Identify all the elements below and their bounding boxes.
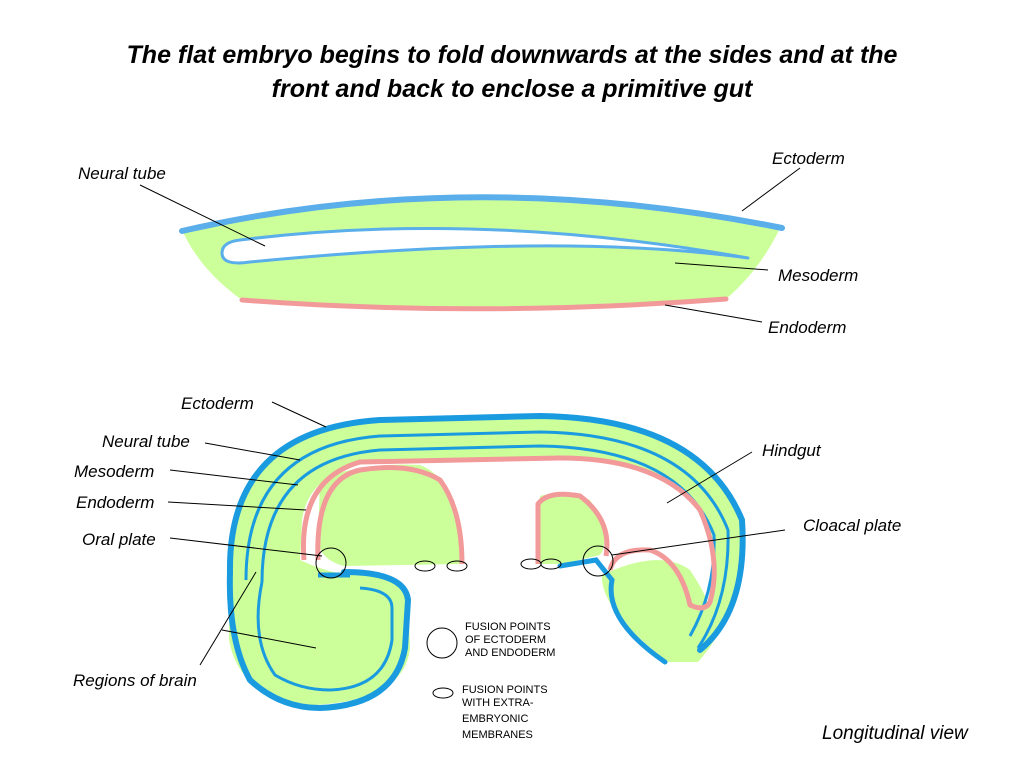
flat-mesoderm-body [182,196,780,309]
cloacal-ectoderm-segment [557,557,668,665]
title-line-1: The flat embryo begins to fold downwards… [126,41,898,69]
leader-flat-mesoderm [674,262,769,271]
label-cloacal-plate: Cloacal plate [803,516,901,535]
label-folded-mesoderm: Mesoderm [74,462,154,481]
leader-flat-endoderm [664,304,763,323]
leader-hindgut [666,451,753,504]
flat-neural-tube [220,226,750,265]
label-regions-of-brain: Regions of brain [73,671,197,690]
legend-fusion-extra-line-1: FUSION POINTS [462,684,548,696]
caption-longitudinal-view: Longitudinal view [822,723,969,744]
leader-folded-neural-tube [204,442,301,461]
label-flat-endoderm: Endoderm [768,318,846,337]
leader-oral-plate [169,537,323,557]
title-line-2: front and back to enclose a primitive gu… [271,75,753,103]
legend-fusion-ecto-endo-line-2: OF ECTODERM [465,634,546,646]
legend-fusion-ecto-endo-line-1: FUSION POINTS [465,621,551,633]
foregut-endoderm [315,465,465,565]
label-oral-plate: Oral plate [82,530,156,549]
legend-fusion-circle-icon [426,627,458,659]
extra-embryonic-fusion-2 [446,560,468,572]
cloacal-plate-fusion-circle [582,545,614,577]
page-title: The flat embryo begins to fold downwards… [0,38,1024,106]
leader-brain-1 [199,571,257,666]
folded-mesoderm-body [229,416,743,705]
leader-flat-neural-tube [139,184,266,247]
legend-fusion-oval-icon [432,687,454,699]
label-folded-ectoderm: Ectoderm [181,394,254,413]
leader-folded-endoderm [167,501,307,511]
flat-endoderm-layer [239,296,729,312]
flat-embryo: Neural tube Ectoderm Mesoderm Endoderm [78,149,858,337]
foregut-mesoderm-fill [318,464,462,566]
extra-embryonic-fusion-1 [414,560,436,572]
folded-ectoderm-outer [226,412,746,653]
folded-ectoderm-lower [226,569,412,712]
leader-cloacal-plate [611,529,786,556]
legend-fusion-extra-line-2: WITH EXTRA- [462,697,534,709]
folded-endoderm-lining [300,455,717,611]
folded-embryo: Ectoderm Neural tube Mesoderm Endoderm O… [73,394,969,744]
flat-ectoderm-layer [179,194,785,234]
oral-plate-fusion-circle [315,547,347,579]
label-folded-neural-tube: Neural tube [102,432,190,451]
hindgut-mesoderm-fill [540,493,605,564]
leader-folded-ectoderm [271,401,327,428]
label-flat-mesoderm: Mesoderm [778,266,858,285]
label-hindgut: Hindgut [762,441,822,460]
legend-fusion-ecto-endo-line-3: AND ENDODERM [465,647,555,659]
folded-brain-cavity [256,581,394,692]
label-flat-neural-tube: Neural tube [78,164,166,183]
extra-embryonic-fusion-4 [540,558,562,570]
leader-folded-mesoderm [169,469,299,486]
leader-brain-2 [221,629,317,649]
label-flat-ectoderm: Ectoderm [772,149,845,168]
legend-fusion-extra-line-3: EMBRYONIC [462,713,528,725]
folded-neural-tube-outer [244,430,730,649]
hindgut-endoderm [535,491,610,564]
leader-flat-ectoderm [741,167,801,212]
legend-fusion-extra-line-4: MEMBRANES [462,729,533,741]
label-folded-endoderm: Endoderm [76,493,154,512]
